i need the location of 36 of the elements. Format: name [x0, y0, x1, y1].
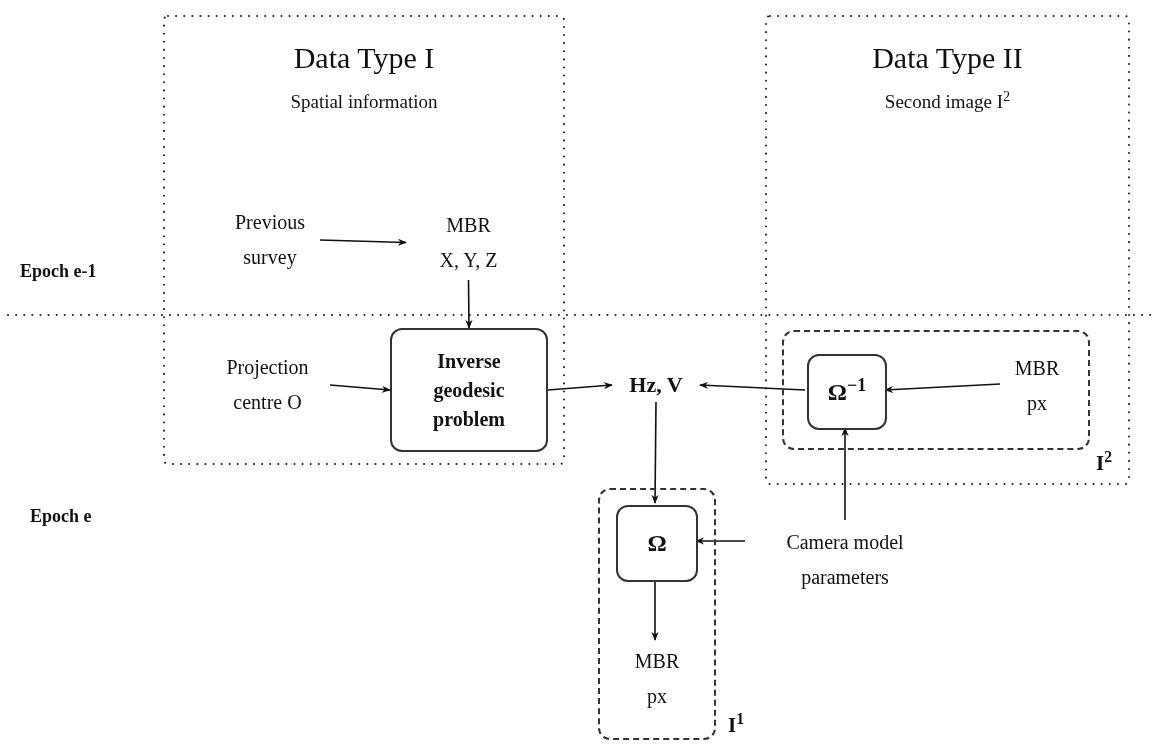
group-heading: Data Type II [872, 40, 1023, 76]
arrow [699, 381, 806, 391]
dotted-group-frame [163, 15, 565, 465]
box-label: Ω [647, 529, 667, 559]
dotted-group-frame [765, 15, 1130, 485]
arrow [651, 579, 659, 641]
arrow [651, 401, 659, 504]
group-heading: Data Type I [293, 40, 435, 76]
arrow [329, 384, 391, 393]
side-label: Epoch e-1 [20, 260, 97, 283]
node-label: px [647, 684, 667, 710]
side-label: I$^{1}$ [728, 710, 745, 739]
node-label: MBR [1014, 356, 1060, 381]
node-label: X, Y, Z [439, 247, 498, 273]
node-label: px [1027, 391, 1047, 417]
dashed-group-frame [598, 488, 716, 740]
process-box [616, 505, 698, 582]
node-label: Projection centre O [205, 350, 330, 420]
node-label: Previous survey [220, 205, 320, 275]
group-subtitle: Second image I$^{2}$ [884, 88, 1011, 114]
process-box [390, 328, 548, 452]
process-box [807, 354, 887, 430]
side-label: Epoch e [30, 505, 92, 528]
arrow [319, 238, 407, 246]
dashed-group-frame [782, 330, 1090, 450]
arrow [841, 427, 849, 521]
node-label: Camera model parameters [745, 520, 945, 600]
box-label: Inverse geodesic problem [432, 348, 506, 433]
side-label: I$^{2}$ [1096, 448, 1113, 477]
box-label: Ω$^{−1}$ [827, 374, 867, 407]
arrow [465, 279, 473, 329]
group-subtitle: Spatial information [290, 90, 438, 114]
node-label: MBR [446, 212, 491, 238]
arrow [547, 382, 613, 391]
node-label: MBR [634, 649, 680, 674]
node-label: Hz, V [612, 368, 700, 402]
